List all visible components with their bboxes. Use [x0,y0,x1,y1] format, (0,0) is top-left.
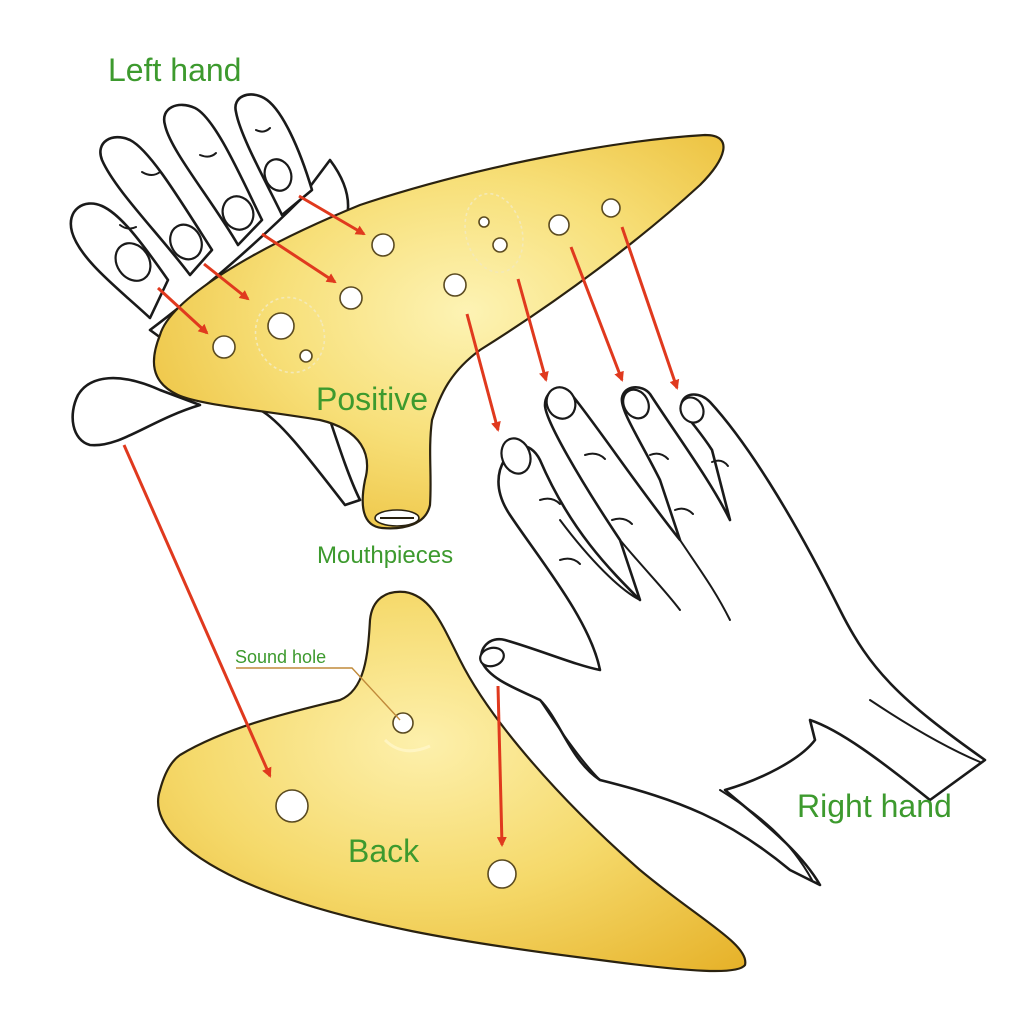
arrow [496,685,507,847]
arrow [156,286,209,335]
hole-group-ring [254,296,326,374]
finger-hole [548,214,570,236]
label-mouthpieces: Mouthpieces [317,542,453,569]
arrow [122,444,272,778]
label-right-hand: Right hand [797,788,952,824]
back-thumb-hole [487,859,517,889]
finger-hole [299,349,313,363]
sound-hole-leader [236,667,401,721]
arrow [620,226,680,390]
hole-group-ring [464,192,524,274]
arrow [298,194,366,236]
finger-hole [492,237,508,253]
finger-arrows [122,194,680,847]
arrow [261,232,337,284]
label-positive: Positive [316,381,428,417]
back-thumb-hole [275,789,309,823]
label-left-hand: Left hand [108,52,241,88]
finger-hole [601,198,621,218]
label-sound-hole: Sound hole [235,647,326,667]
label-back: Back [348,833,420,869]
arrow [569,246,624,382]
finger-hole [443,273,467,297]
finger-hole [212,335,236,359]
arrow [516,278,549,382]
ocarina-front [152,133,725,530]
finger-hole [478,216,490,228]
finger-hole [267,312,295,340]
finger-hole [371,233,395,257]
right-hand-illustration [479,386,987,887]
finger-hole [339,286,363,310]
arrow [203,262,250,301]
arrow [465,313,501,432]
